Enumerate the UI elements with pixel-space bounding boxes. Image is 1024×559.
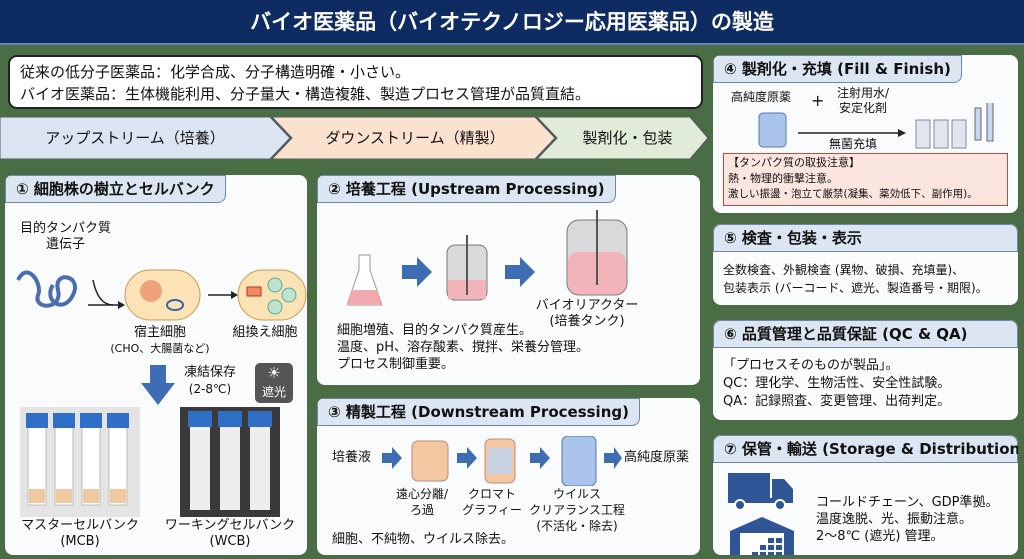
virus-clearance-label-1: ウイルス (552, 487, 601, 501)
qcqa-line-2: QC：理化学、生物活性、安全性試験。 (723, 376, 951, 391)
syringes-icon (974, 103, 994, 142)
vials-icon (915, 119, 967, 149)
intro-box: 従来の低分子医薬品：化学合成、分子構造明確・小さい。 バイオ医薬品：生体機能利用… (8, 55, 703, 109)
virus-clearance-icon (561, 436, 597, 486)
purification-diagram (382, 436, 622, 486)
panel-upstream: ② 培養工程 (Upstream Processing) バイオリアクター (培… (317, 175, 700, 385)
upstream-note-2: 温度、pH、溶存酸素、撹拌、栄養分管理。 (337, 340, 590, 355)
chevron-upstream (0, 117, 291, 159)
bioreactor-sublabel: (培養タンク) (549, 314, 625, 329)
panel-5-title: ⑤ 検査・包装・表示 (713, 224, 1018, 252)
wcb-label: ワーキングセルバンク (164, 518, 296, 533)
light-shield-badge: ☀ 遮光 (255, 363, 293, 403)
upstream-note-1: 細胞増殖、目的タンパク質産生。 (337, 323, 533, 338)
sun-icon: ☀ (267, 364, 281, 382)
recombinant-cell-icon (237, 269, 307, 321)
mcb-vials-photo (20, 407, 140, 517)
panel-downstream: ③ 精製工程 (Downstream Processing) 培養液 高純度原薬… (317, 398, 700, 555)
fill-diagram (758, 103, 994, 149)
panel-6-title: ⑥ 品質管理と品質保証 (QC & QA) (713, 320, 1018, 348)
intro-line-2: バイオ医薬品：生体機能利用、分子量大・構造複雑、製造プロセス管理が品質直結。 (20, 85, 591, 103)
flow-label-formulation: 製剤化・包装 (582, 129, 673, 147)
qcqa-line-3: QA：記録照査、変更管理、出荷判定。 (723, 394, 951, 409)
storage-temp-label: (2-8℃) (188, 382, 232, 396)
warning-line-1: 熱・物理的衝撃注意。 (728, 172, 838, 185)
downstream-note: 細胞、不純物、ウイルス除去。 (332, 532, 515, 547)
host-cell-label: 宿主細胞 (133, 325, 186, 340)
logistics-icons (728, 473, 794, 555)
api-container-icon (758, 112, 787, 148)
gene-label: 目的タンパク質 遺伝子 (19, 221, 111, 252)
panel-3-title: ③ 精製工程 (Downstream Processing) (317, 398, 640, 426)
panel-7-title: ⑦ 保管・輸送 (Storage & Distribution) (713, 435, 1018, 463)
warning-line-2: 激しい振盪・泡立て厳禁(凝集、薬効低下、副作用)。 (728, 188, 978, 200)
panel-cell-bank: ① 細胞株の樹立とセルバンク 目的タンパク質 遺伝子 宿主細胞 (CHO、大腸菌… (5, 175, 307, 555)
panel-2-title: ② 培養工程 (Upstream Processing) (317, 175, 616, 203)
dna-icon (16, 270, 77, 308)
host-cell-sublabel: (CHO、大腸菌など) (110, 342, 210, 355)
warehouse-icon (730, 517, 794, 555)
additive-label-2: 安定化剤 (838, 101, 887, 115)
upstream-note-3: プロセス制御重要。 (337, 357, 455, 372)
bioreactor-label: バイオリアクター (535, 298, 639, 313)
arrow-icon (402, 257, 432, 287)
panel-storage: ⑦ 保管・輸送 (Storage & Distribution) コールドチェー… (713, 435, 1018, 555)
process-flow-chevrons (0, 117, 709, 159)
centrifuge-icon (411, 440, 449, 482)
frozen-storage-label: 凍結保存 (183, 365, 236, 380)
storage-line-3: 2〜8℃ (遮光) 管理。 (816, 529, 944, 544)
inspection-line-2: 包装表示 (バーコード、遮光、製造番号・期限)。 (723, 281, 988, 295)
intro-line-1: 従来の低分子医薬品：化学合成、分子構造明確・小さい。 (20, 63, 411, 81)
additive-label-1: 注射用水/ (836, 86, 890, 100)
plus-sign: + (811, 91, 825, 110)
down-arrow-icon (141, 365, 175, 405)
panel-inspection: ⑤ 検査・包装・表示 全数検査、外観検査 (異物、破損、充填量)、 包装表示 (… (713, 224, 1018, 305)
page-title: バイオ医薬品（バイオテクノロジー応用医薬品）の製造 (0, 0, 1024, 45)
light-shield-label: 遮光 (261, 385, 286, 399)
wcb-abbr: (WCB) (209, 534, 251, 549)
arrow-icon (505, 257, 535, 287)
chevron-formulation (536, 117, 709, 159)
centrifuge-label-2: ろ過 (409, 503, 434, 517)
chromatography-label-1: クロマト (467, 487, 516, 501)
culture-fluid-label: 培養液 (332, 450, 372, 465)
api-label: 高純度原薬 (731, 90, 792, 104)
aseptic-fill-label: 無菌充填 (828, 137, 877, 151)
mcb-label: マスターセルバンク (21, 518, 139, 533)
qcqa-line-1: 「プロセスそのものが製品」。 (723, 358, 899, 373)
truck-icon (728, 473, 793, 503)
virus-clearance-label-2: クリアランス工程 (529, 503, 625, 517)
centrifuge-label-1: 遠心分離/ (395, 487, 449, 501)
panel-qc-qa: ⑥ 品質管理と品質保証 (QC & QA) 「プロセスそのものが製品」。 QC：… (713, 320, 1018, 420)
panel-4-title: ④ 製剤化・充填 (Fill & Finish) (713, 55, 962, 83)
high-purity-api-label: 高純度原薬 (624, 450, 690, 465)
virus-clearance-label-3: (不活化・除去) (536, 519, 618, 533)
handling-warning-box: 【タンパク質の取扱注意】 熱・物理的衝撃注意。 激しい振盪・泡立て厳禁(凝集、薬… (723, 153, 1008, 206)
flow-label-upstream: アップストリーム（培養） (45, 129, 225, 147)
chromatography-label-2: グラフィー (462, 503, 522, 517)
warning-title: 【タンパク質の取扱注意】 (728, 156, 860, 169)
chevron-downstream (271, 117, 556, 159)
storage-line-2: 温度逸脱、光、振動注意。 (816, 512, 973, 527)
wcb-vials-photo (180, 407, 280, 517)
inspection-line-1: 全数検査、外観検査 (異物、破損、充填量)、 (723, 263, 965, 277)
recombinant-cell-label: 組換え細胞 (232, 325, 298, 340)
panel-1-title: ① 細胞株の樹立とセルバンク (5, 175, 226, 203)
cell-diagram (16, 269, 307, 321)
panel-fill-finish: ④ 製剤化・充填 (Fill & Finish) 高純度原薬 + 注射用水/ 安… (713, 55, 1018, 213)
flow-label-downstream: ダウンストリーム（精製） (325, 129, 505, 147)
storage-line-1: コールドチェーン、GDP準拠。 (816, 495, 999, 510)
mcb-abbr: (MCB) (60, 534, 100, 549)
culture-scaleup-diagram (347, 210, 628, 306)
host-cell-icon (124, 269, 201, 321)
